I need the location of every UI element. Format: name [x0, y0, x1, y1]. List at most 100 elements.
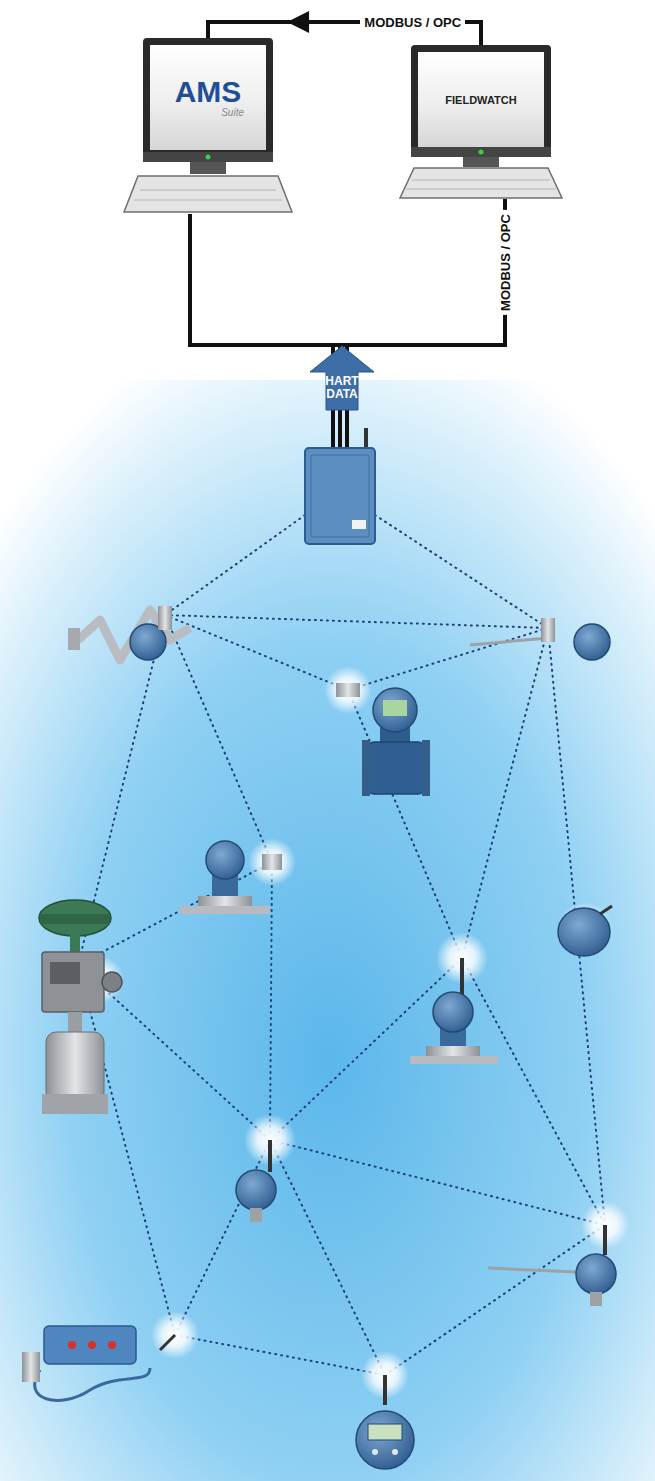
pressure-transmitter — [410, 958, 498, 1064]
monitor-stand — [190, 162, 226, 174]
wireless-adapter — [158, 606, 172, 630]
protocol-label: MODBUS / OPC — [497, 210, 512, 315]
mesh-link — [175, 1140, 270, 1335]
monitor-screen: FIELDWATCH — [418, 52, 544, 147]
mesh-link — [270, 862, 272, 1140]
transmitter-housing — [236, 1170, 276, 1210]
wireless-gateway — [305, 428, 375, 544]
cable-gland — [108, 1341, 116, 1349]
mesh-link — [165, 515, 305, 615]
antenna — [603, 1225, 607, 1255]
valve-body — [46, 1032, 104, 1102]
wireless-adapter — [336, 683, 360, 697]
software-name: FIELDWATCH — [445, 94, 516, 106]
gateway-door — [311, 455, 369, 537]
wireless-adapter — [541, 618, 555, 642]
antenna — [160, 1335, 175, 1350]
flow-tube — [368, 742, 424, 794]
monitor-bezel — [143, 38, 273, 162]
arrow-label: HART DATA — [319, 375, 365, 401]
bonnet — [68, 1012, 82, 1034]
arrowhead — [287, 11, 309, 33]
mesh-link — [348, 628, 548, 690]
flow-tube — [78, 610, 190, 660]
probe — [488, 1268, 576, 1272]
glow — [324, 666, 372, 714]
display — [383, 700, 407, 716]
wireless-transmitter — [356, 1375, 414, 1469]
gateway-antenna — [364, 428, 368, 450]
monitor-screen: AMSSuite — [150, 45, 266, 150]
button — [372, 1449, 378, 1455]
monitor-stand — [463, 157, 499, 167]
yoke — [70, 924, 80, 954]
fieldwatch-monitor — [400, 45, 562, 198]
fitting — [250, 1208, 262, 1222]
cable-gland — [88, 1341, 96, 1349]
transmitter-housing — [574, 624, 610, 660]
keyboard-keys — [134, 200, 282, 201]
antenna — [600, 906, 612, 914]
power-led — [479, 150, 484, 155]
transmitter-housing — [558, 908, 610, 956]
keyboard-keys — [140, 190, 276, 191]
transmitter-housing — [206, 841, 244, 879]
transmitter-box — [44, 1326, 136, 1364]
positioner-face — [50, 962, 80, 984]
protocol-label: MODBUS / OPC — [360, 15, 465, 30]
mesh-link — [270, 1140, 605, 1225]
connector — [208, 11, 481, 45]
temperature-transmitter — [488, 1225, 616, 1306]
transmitter-housing — [356, 1411, 414, 1469]
vibration-transmitter — [22, 1326, 175, 1400]
antenna — [383, 1375, 387, 1405]
mesh-link — [270, 1140, 385, 1375]
software-subtitle: Suite — [221, 107, 244, 118]
fitting — [590, 1292, 602, 1306]
monitor-bezel — [411, 45, 551, 157]
cable-gland — [68, 1341, 76, 1349]
mesh-link — [462, 958, 605, 1225]
gateway-box — [305, 448, 375, 544]
keyboard — [400, 168, 562, 198]
wireless-transmitter — [558, 906, 612, 956]
magnetic-flowmeter — [336, 683, 430, 796]
accelerometer — [22, 1352, 40, 1382]
control-valve — [39, 900, 122, 1114]
mesh-links — [78, 515, 605, 1375]
mesh-link — [375, 515, 548, 628]
mesh-link — [165, 615, 348, 690]
keyboard-keys — [412, 180, 550, 181]
sensor-cable — [35, 1368, 150, 1400]
ams-monitor — [124, 38, 292, 212]
mesh-link — [78, 965, 175, 1335]
button — [392, 1449, 398, 1455]
pressure-transmitter — [180, 841, 282, 914]
wireless-adapter — [102, 972, 122, 992]
keyboard — [124, 176, 292, 212]
actuator-rim — [40, 914, 110, 924]
transmitter-housing — [433, 992, 473, 1032]
antenna — [460, 958, 464, 995]
mesh-link — [462, 628, 548, 958]
sky-background — [0, 380, 655, 1481]
wireless-adapter — [262, 854, 282, 870]
mesh-link — [385, 1225, 605, 1375]
glow — [151, 1311, 199, 1359]
hart-data-arrow — [310, 346, 374, 410]
coriolis-flowmeter — [68, 606, 190, 660]
signal-glows — [76, 666, 629, 1399]
flange — [362, 740, 370, 796]
wire — [190, 199, 505, 345]
transmitter-housing — [373, 688, 417, 732]
positioner — [42, 952, 104, 1012]
software-logo: AMS — [175, 77, 242, 107]
wireless-transmitter — [236, 1140, 276, 1222]
mesh-link — [175, 1335, 385, 1375]
flange — [422, 740, 430, 796]
mesh-link — [165, 615, 548, 628]
temperature-sensor — [470, 618, 610, 660]
